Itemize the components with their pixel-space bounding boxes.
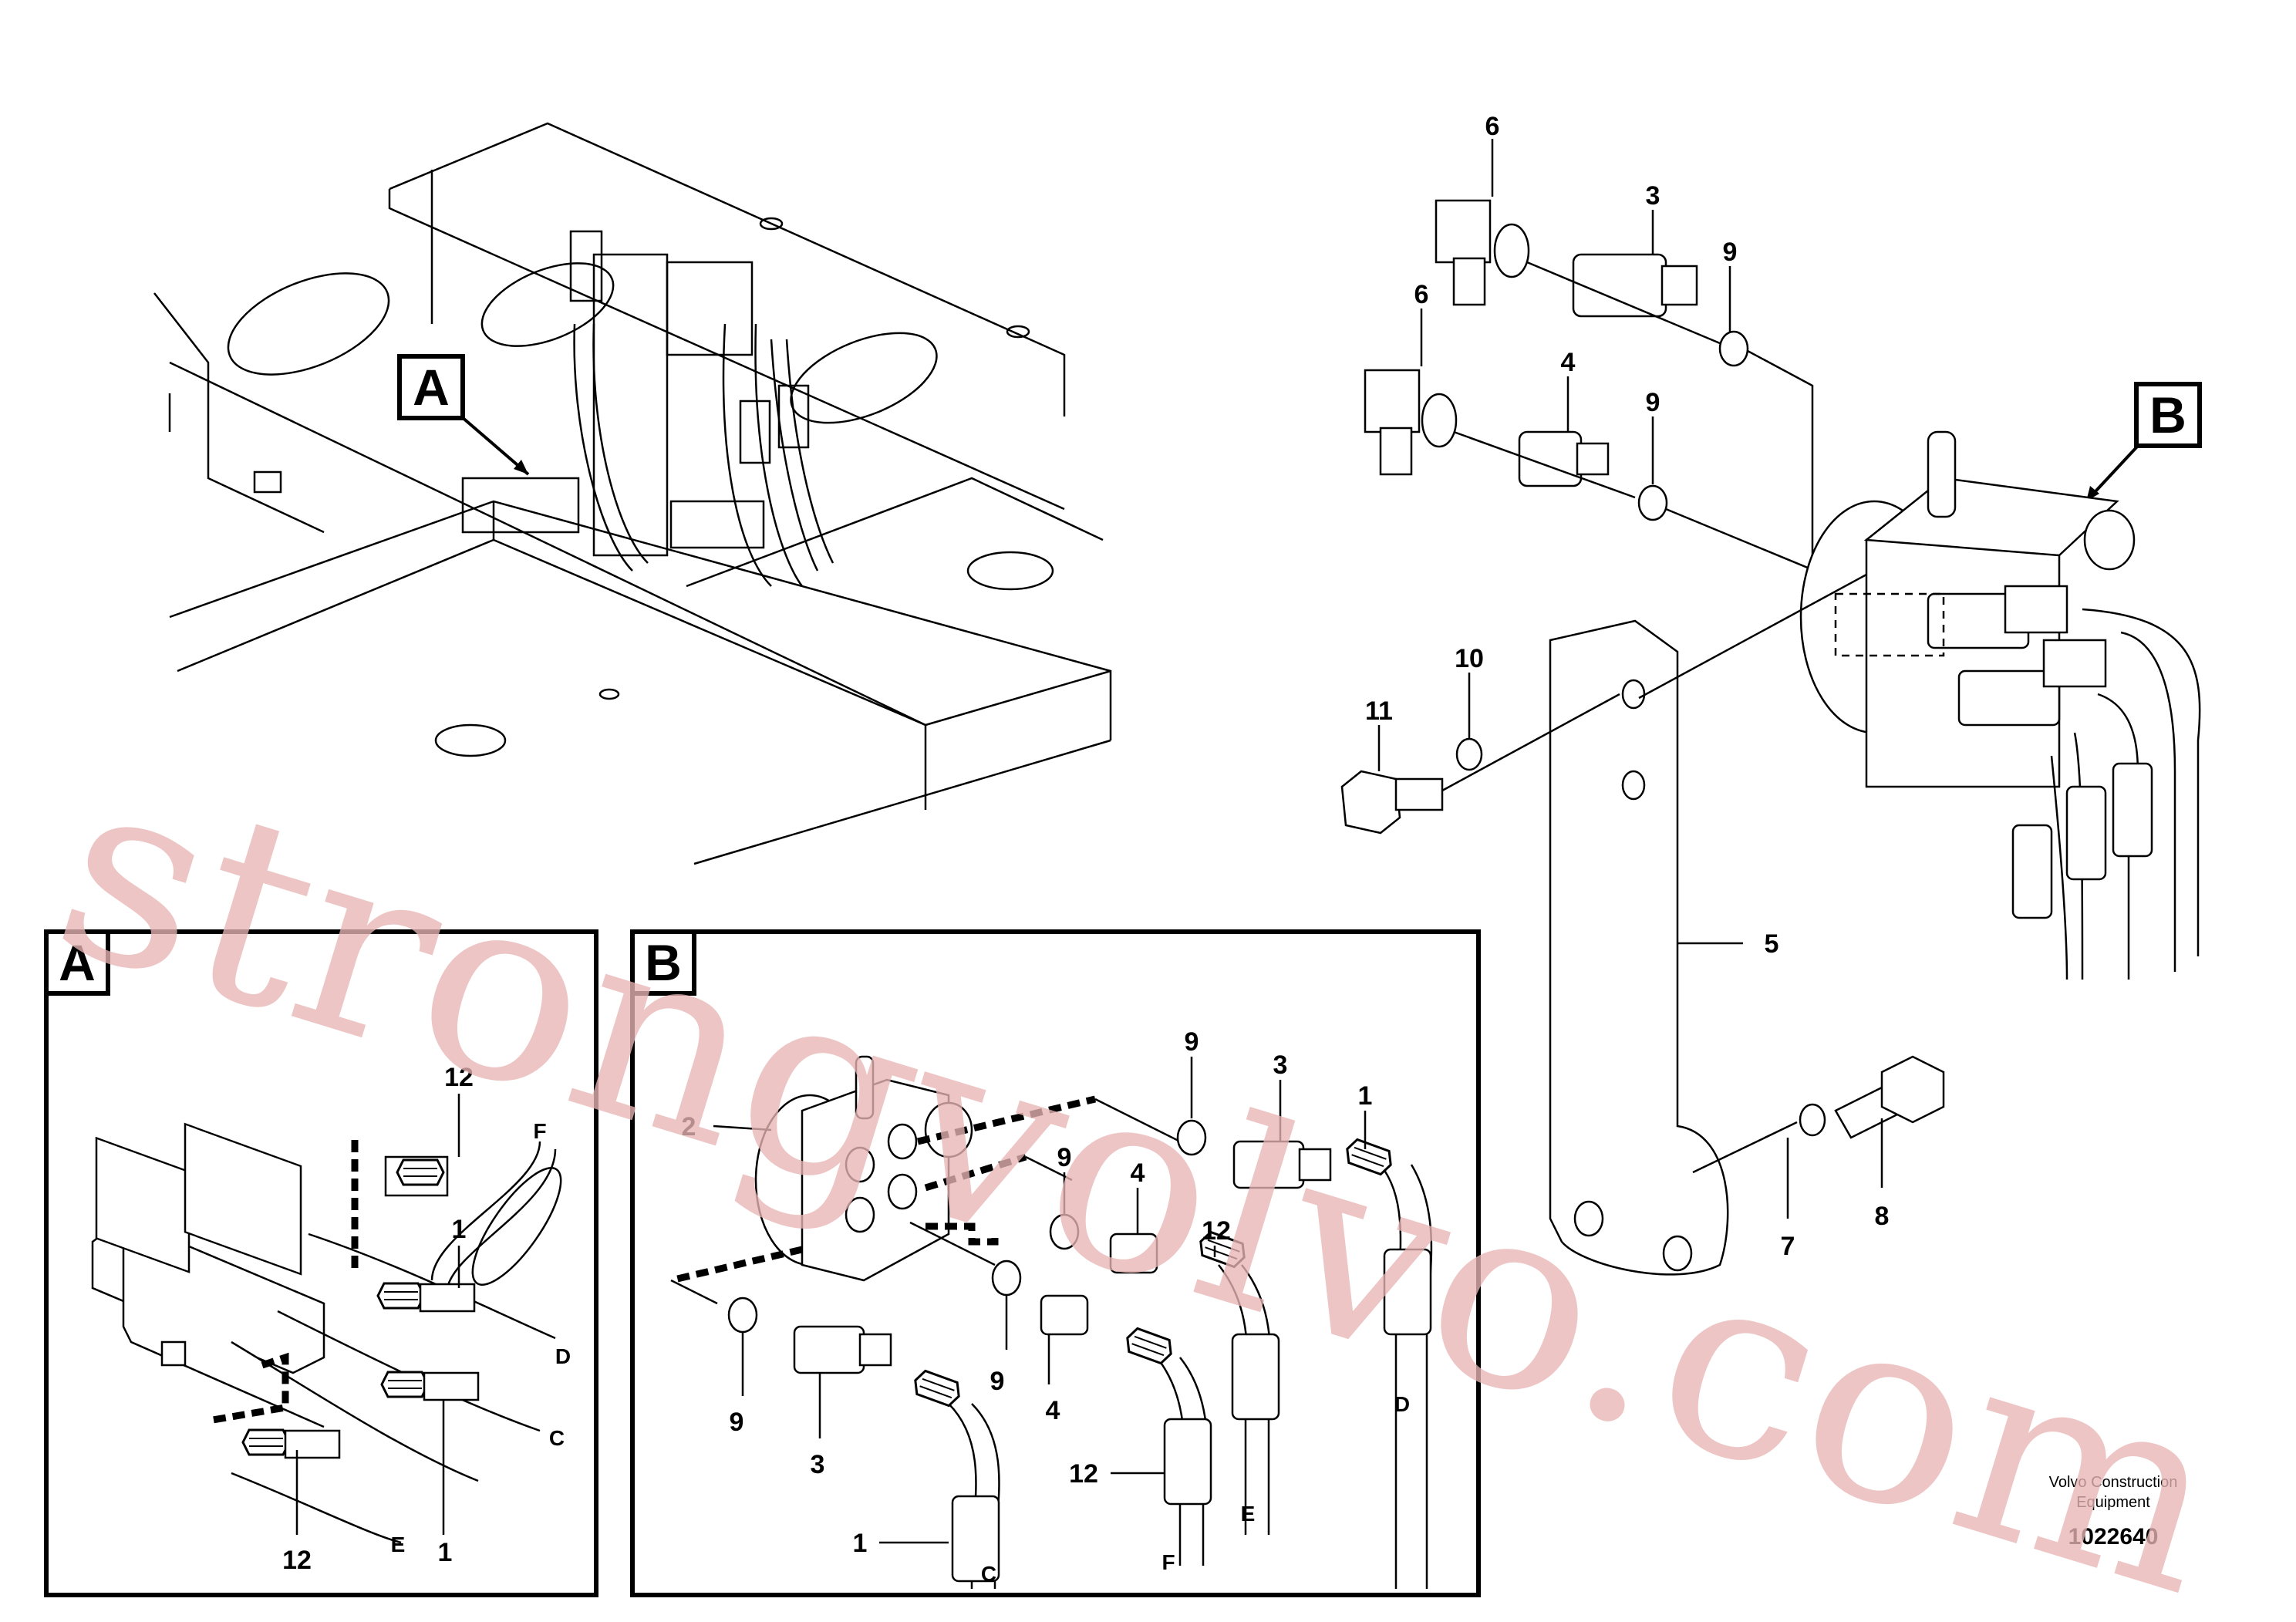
svg-text:B: B xyxy=(2149,386,2186,443)
callout-a-E: E xyxy=(391,1533,406,1556)
inset-a: A xyxy=(44,929,598,1597)
exploded-view xyxy=(1340,199,2201,1276)
callout-main-9a: 9 xyxy=(1723,238,1738,267)
view-label-b: B xyxy=(2085,382,2202,503)
callout-a-C: C xyxy=(549,1426,565,1450)
callout-a-12-top: 12 xyxy=(444,1063,474,1092)
callout-main-10: 10 xyxy=(1455,644,1484,673)
callout-b-4-bottom: 4 xyxy=(1046,1396,1060,1425)
callout-b-9-left: 9 xyxy=(730,1408,744,1437)
callout-a-12-bottom: 12 xyxy=(282,1546,312,1575)
credit-line-1: Volvo Construction xyxy=(2049,1474,2178,1491)
callout-main-5: 5 xyxy=(1765,929,1779,959)
callout-a-1-lower: 1 xyxy=(438,1538,453,1567)
callout-main-6b: 6 xyxy=(1414,280,1429,309)
callouts-main xyxy=(1377,139,1883,1219)
callout-b-D: D xyxy=(1394,1392,1410,1416)
credit-block: Volvo Construction Equipment 1022640 xyxy=(2049,1474,2178,1549)
callout-b-1-top: 1 xyxy=(1358,1081,1373,1111)
callout-a-D: D xyxy=(555,1344,571,1368)
svg-text:A: A xyxy=(59,934,96,991)
svg-text:A: A xyxy=(413,359,450,416)
credit-line-2: Equipment xyxy=(2076,1494,2150,1511)
callout-main-4: 4 xyxy=(1561,348,1576,377)
svg-text:B: B xyxy=(645,934,682,991)
callout-b-3-top: 3 xyxy=(1273,1050,1288,1080)
document-number: 1022640 xyxy=(2068,1524,2159,1549)
callout-b-12-top: 12 xyxy=(1202,1216,1231,1246)
callout-main-11: 11 xyxy=(1365,696,1393,726)
callout-a-1-upper: 1 xyxy=(452,1215,467,1244)
inset-b: B xyxy=(630,929,1481,1597)
callout-a-F: F xyxy=(533,1119,546,1143)
callout-b-9-mid: 9 xyxy=(1057,1143,1072,1172)
callout-b-C: C xyxy=(981,1562,996,1586)
callout-b-3-bottom: 3 xyxy=(811,1450,825,1479)
callout-b-4-top: 4 xyxy=(1131,1158,1145,1188)
callout-labels-main: 6 3 9 6 4 9 10 11 5 7 8 xyxy=(1365,112,1889,1261)
callout-b-12-bottom: 12 xyxy=(1069,1459,1098,1489)
callout-b-9-top: 9 xyxy=(1185,1027,1199,1057)
callout-b-1-bottom: 1 xyxy=(853,1529,868,1558)
callout-main-7: 7 xyxy=(1781,1232,1795,1261)
callout-b-9-center: 9 xyxy=(990,1367,1005,1396)
callout-main-8: 8 xyxy=(1875,1202,1890,1231)
callout-main-6a: 6 xyxy=(1485,112,1500,141)
frame-overview xyxy=(153,122,1112,865)
callout-b-F: F xyxy=(1161,1550,1175,1574)
callout-main-3: 3 xyxy=(1646,181,1660,211)
callout-b-E: E xyxy=(1241,1502,1256,1526)
callout-b-2: 2 xyxy=(682,1112,696,1141)
view-label-a: A xyxy=(397,354,530,476)
callout-main-9b: 9 xyxy=(1646,388,1660,417)
